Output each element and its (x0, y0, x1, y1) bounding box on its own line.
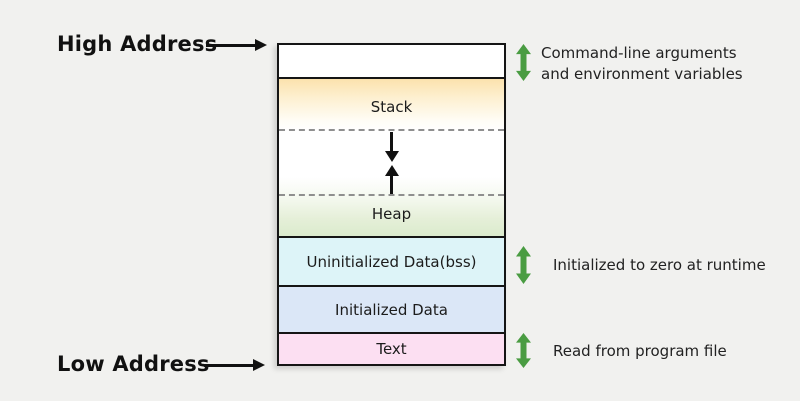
bss-range-double-arrow-icon (515, 246, 532, 284)
text-range-double-arrow-icon (515, 333, 532, 368)
heap-segment-label: Heap (371, 205, 412, 223)
stack-segment-label: Stack (370, 98, 413, 116)
arrow-head (384, 151, 399, 162)
args-annotation: Command-line arguments and environment v… (541, 43, 743, 85)
heap-grows-up-arrow-icon (384, 165, 399, 195)
arrow-stem (390, 132, 393, 151)
arrow-head (255, 39, 267, 51)
segment-command-line-args (279, 45, 504, 77)
heap-limit-dashed-line (279, 194, 504, 196)
args-annotation-line2: and environment variables (541, 65, 743, 83)
bss-segment-label: Uninitialized Data(bss) (306, 252, 477, 271)
segment-text: Text (279, 332, 504, 364)
segment-initialized-data: Initialized Data (279, 285, 504, 332)
low-address-label: Low Address (57, 352, 210, 376)
stack-grows-down-arrow-icon (384, 132, 399, 162)
args-range-double-arrow-icon (515, 44, 532, 81)
memory-box: Stack Heap Uninitialized Data(bss) Initi… (277, 43, 506, 366)
stack-limit-dashed-line (279, 129, 504, 131)
high-address-arrow-icon (206, 39, 268, 52)
segment-stack-heap-region: Stack Heap (279, 77, 504, 236)
arrow-head (253, 359, 265, 371)
text-annotation: Read from program file (553, 342, 727, 360)
arrow-line (206, 44, 256, 47)
arrow-stem (390, 176, 393, 195)
bss-annotation: Initialized to zero at runtime (553, 256, 766, 274)
arrow-head (384, 165, 399, 176)
arrow-line (204, 364, 254, 367)
high-address-label: High Address (57, 32, 218, 56)
low-address-arrow-icon (204, 359, 266, 372)
segment-uninitialized-data: Uninitialized Data(bss) (279, 236, 504, 285)
args-annotation-line1: Command-line arguments (541, 44, 737, 62)
data-segment-label: Initialized Data (335, 300, 448, 319)
text-segment-label: Text (376, 340, 407, 358)
